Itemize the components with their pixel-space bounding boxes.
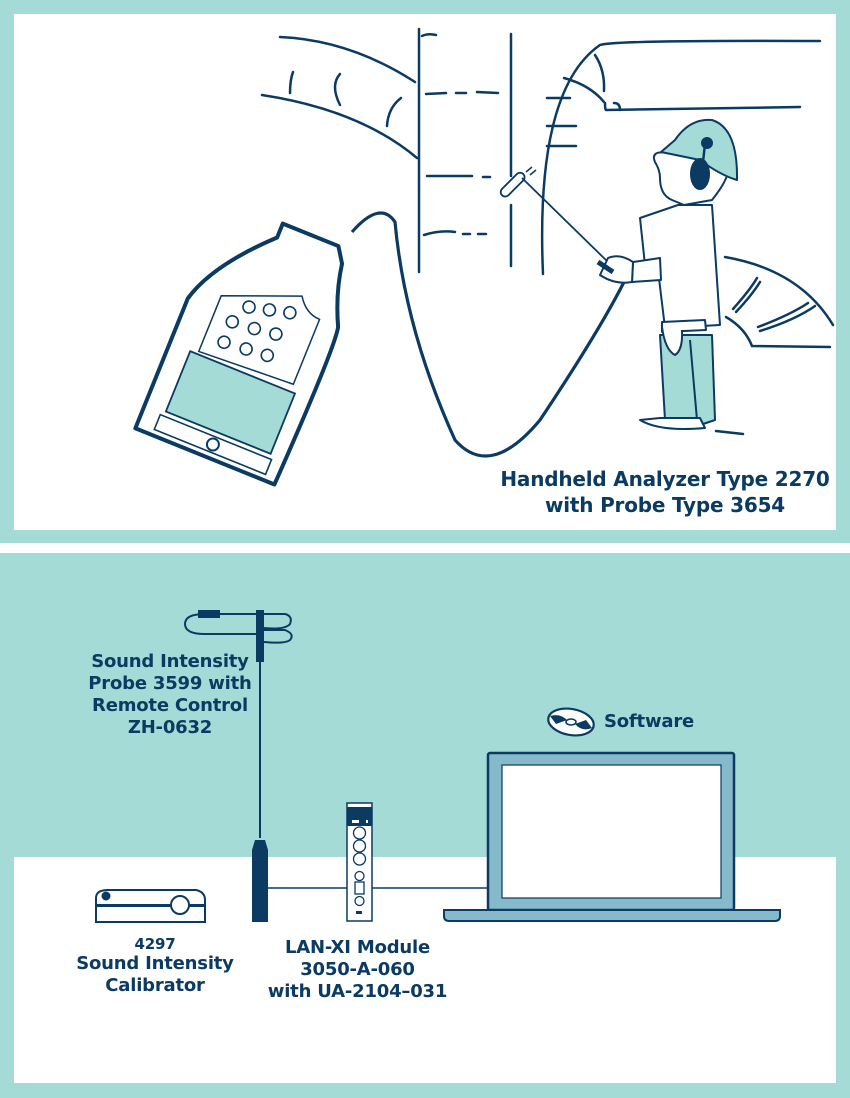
calibrator-label-line2: Sound Intensity (76, 953, 234, 975)
calibrator-label: 4297 Sound Intensity Calibrator (70, 935, 240, 997)
analyzer-caption-line1: Handheld Analyzer Type 2270 (500, 467, 830, 491)
laptop-icon (443, 751, 781, 922)
probe-label-line1: Sound Intensity (91, 651, 249, 672)
analyzer-caption-line2: with Probe Type 3654 (544, 493, 785, 517)
handheld-analyzer-icon (133, 221, 345, 487)
module-label-line3: with UA-2104–031 (267, 980, 448, 1002)
lan-xi-module-icon (346, 802, 373, 922)
probe-label-line2: Probe 3599 with (88, 672, 252, 694)
probe-label: Sound Intensity Probe 3599 with Remote C… (80, 651, 260, 739)
calibrator-label-line1: 4297 (134, 935, 176, 953)
probe-label-line3: Remote Control (92, 694, 248, 716)
worker-figure-icon (596, 118, 739, 430)
duct-lines (260, 27, 835, 436)
module-label-line1: LAN-XI Module (284, 937, 431, 958)
sound-intensity-probe-3599-icon (183, 610, 293, 922)
cd-disc-icon (547, 707, 595, 737)
panel-divider (0, 543, 850, 553)
probe-label-line4: ZH-0632 (127, 716, 213, 738)
probe-cable (350, 211, 627, 458)
module-label-line2: 3050-A-060 (300, 958, 415, 980)
software-label: Software (604, 711, 695, 732)
calibrator-label-line3: Calibrator (105, 975, 205, 997)
calibrator-4297-icon (95, 889, 206, 923)
analyzer-caption: Handheld Analyzer Type 2270 with Probe T… (500, 466, 830, 518)
intensity-probe-3654-icon (499, 166, 609, 263)
module-label: LAN-XI Module 3050-A-060 with UA-2104–03… (265, 937, 450, 1003)
